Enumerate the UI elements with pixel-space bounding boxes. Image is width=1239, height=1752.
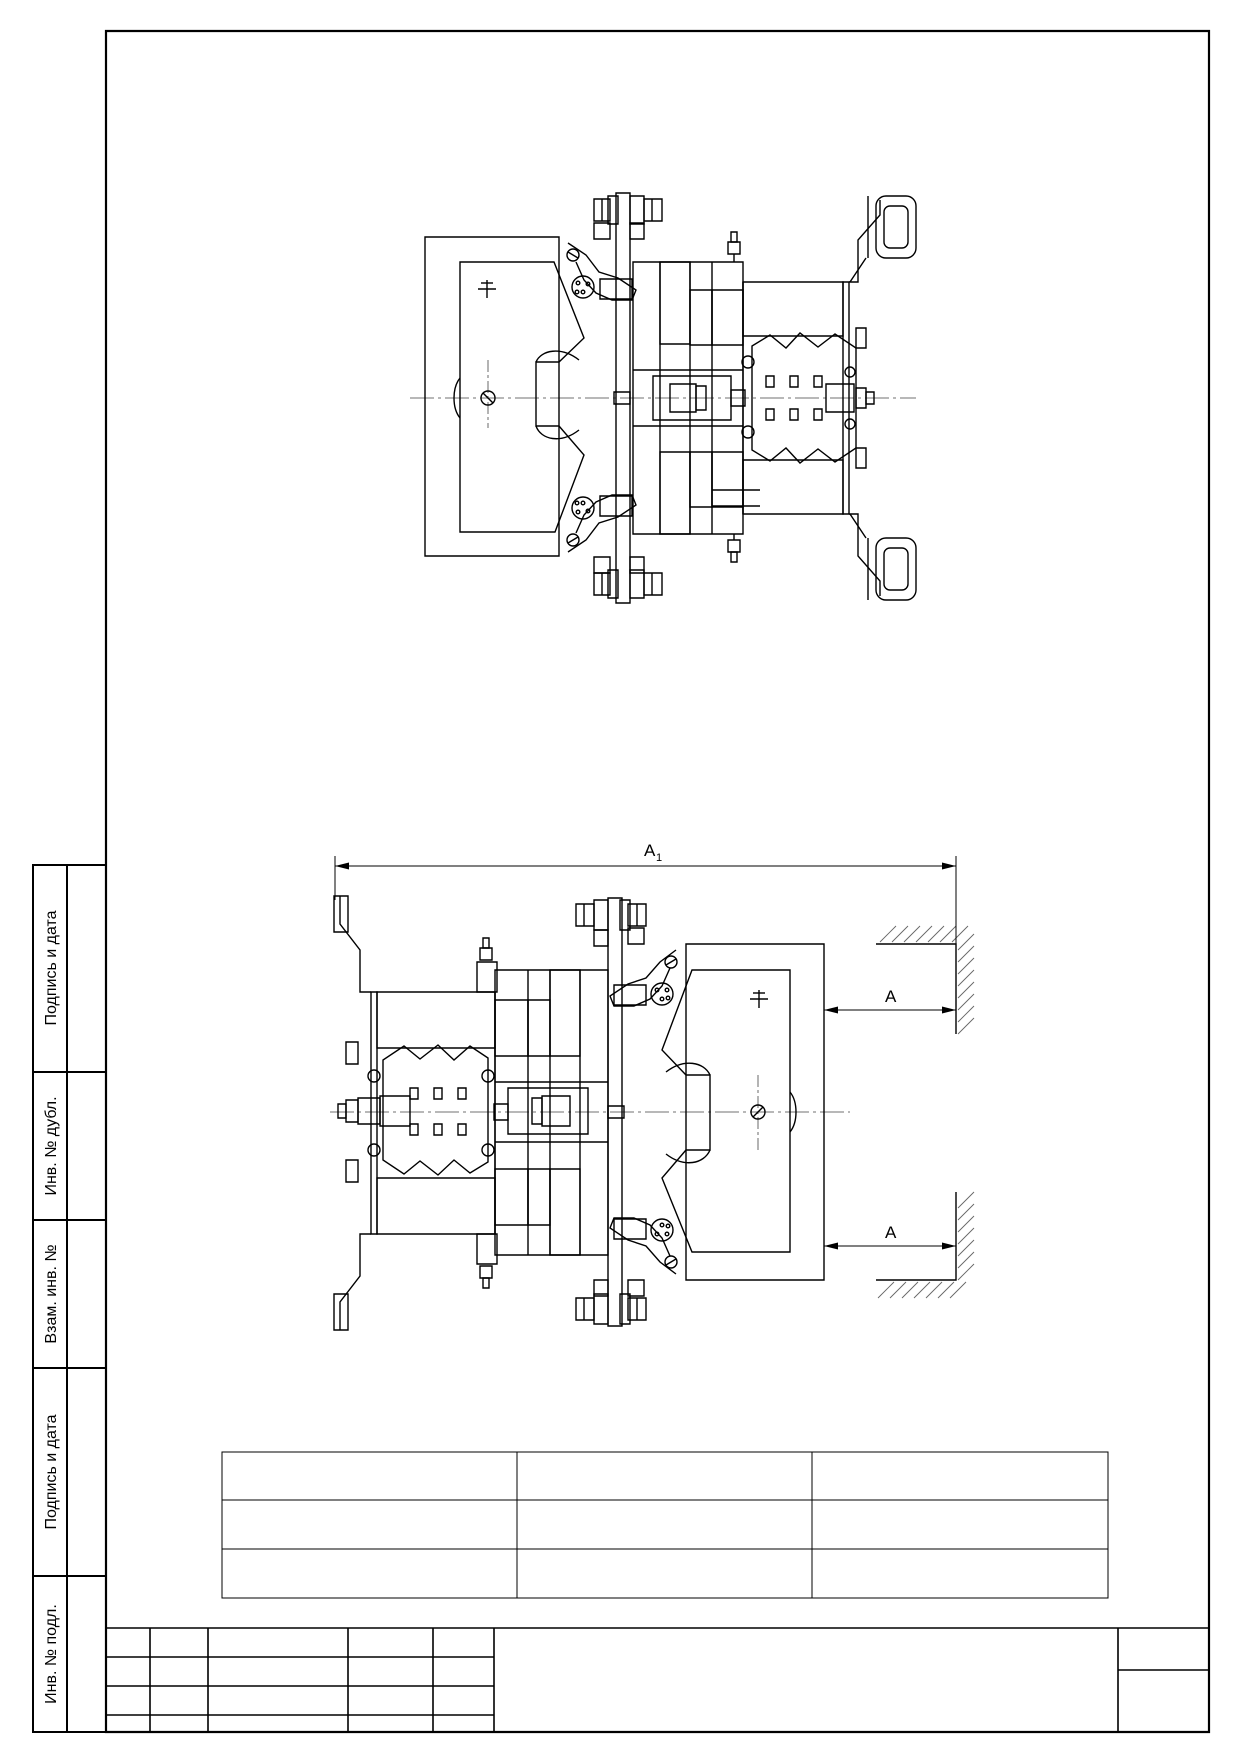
wall-bottom-hatching: [878, 1192, 974, 1298]
dimension-overall-label: A: [644, 841, 656, 860]
side-stamp-field-5: Инв. № подл.: [43, 1604, 60, 1704]
dimension-gap-bottom-arrow-left: [824, 1242, 838, 1250]
dimension-overall-subscript: 1: [656, 852, 662, 864]
data-table-grid: [222, 1452, 1108, 1598]
bottom-assembly-view: [330, 896, 850, 1330]
side-stamp-field-2: Инв. № дубл.: [43, 1096, 60, 1195]
title-block: [106, 1628, 1209, 1732]
dimension-gap-top-arrow-right: [942, 1006, 956, 1014]
top-assembly-view: [410, 193, 916, 603]
dimension-gap-top-arrow-left: [824, 1006, 838, 1014]
side-stamp-field-4: Подпись и дата: [43, 1414, 60, 1529]
side-stamp-field-3: Взам. инв. №: [43, 1244, 60, 1343]
dimension-gap-bottom-label: A: [885, 1223, 897, 1242]
dimension-overall-arrow-left: [335, 862, 349, 870]
side-stamp: [33, 865, 106, 1732]
side-stamp-field-1: Подпись и дата: [43, 910, 60, 1025]
side-stamp-labels: Подпись и дата Инв. № дубл. Взам. инв. №…: [43, 910, 60, 1703]
wall-bottom: [876, 1192, 956, 1280]
dimension-gap-bottom-arrow-right: [942, 1242, 956, 1250]
wall-top-hatching: [880, 926, 974, 1034]
dimension-overall-arrow-right: [942, 862, 956, 870]
dimension-gap-top-label: A: [885, 987, 897, 1006]
drawing-frame: [106, 31, 1209, 1732]
dimension-overall: [335, 856, 956, 944]
